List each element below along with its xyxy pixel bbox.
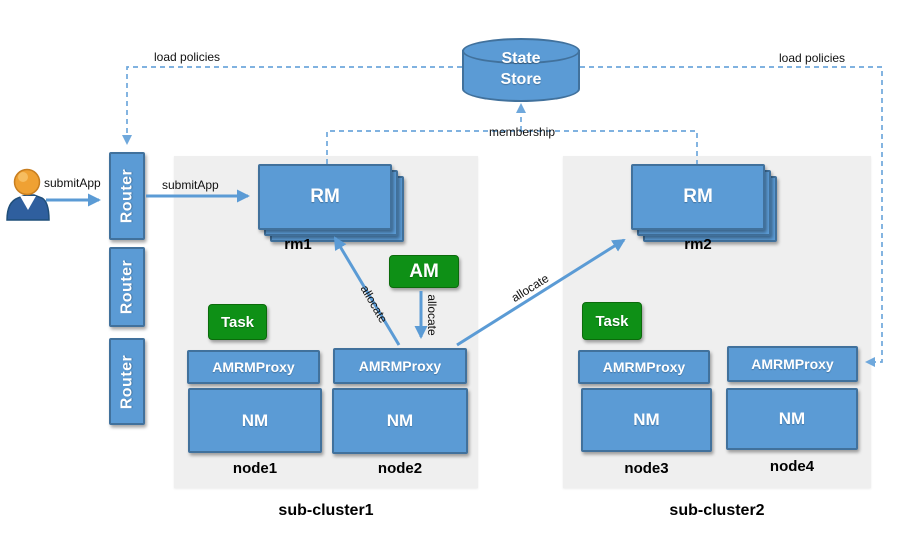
state-store: State Store <box>462 38 580 105</box>
allocate-rm2-label: allocate <box>508 271 552 305</box>
user-icon <box>6 168 50 221</box>
dashed-load-policies-left <box>122 66 462 145</box>
load-policies-left-label: load policies <box>154 50 221 64</box>
state-store-label-line1: State <box>501 50 541 67</box>
membership-label: membership <box>488 125 556 139</box>
submitapp-user-label: submitApp <box>44 176 101 190</box>
state-store-label-line2: Store <box>500 71 542 88</box>
submitapp-router-label: submitApp <box>162 178 219 192</box>
task-box-2: Task <box>582 302 642 340</box>
node3-amrmproxy-label: AMRMProxy <box>602 359 686 375</box>
rm1-stack: RM <box>258 164 406 244</box>
rm1-caption: rm1 <box>284 236 312 253</box>
router-box-2: Router <box>109 247 145 327</box>
sub-cluster2-title: sub-cluster2 <box>669 502 765 519</box>
router-1-label: Router <box>118 168 135 224</box>
node4-nm-label: NM <box>778 409 806 428</box>
node3-nm-box: NM <box>581 388 712 452</box>
rm2-label: RM <box>683 186 713 207</box>
node4-amrmproxy-label: AMRMProxy <box>751 356 834 372</box>
node1-nm-box: NM <box>188 388 322 453</box>
router-box-3: Router <box>109 338 145 425</box>
router-2-label: Router <box>118 259 135 315</box>
task-2-label: Task <box>595 312 629 330</box>
sub-cluster1-title: sub-cluster1 <box>278 502 374 519</box>
node2-caption: node2 <box>377 460 423 477</box>
node3-caption: node3 <box>624 460 669 477</box>
state-store-label: State Store <box>462 48 580 90</box>
node1-amrmproxy-label: AMRMProxy <box>212 359 295 375</box>
am-label: AM <box>409 260 439 282</box>
load-policies-right-label: load policies <box>779 51 846 65</box>
node2-nm-label: NM <box>386 411 414 430</box>
node4-nm-box: NM <box>726 388 858 450</box>
rm1-box: RM <box>258 164 392 230</box>
rm2-box: RM <box>631 164 765 230</box>
state-store-top-ellipse <box>462 38 580 64</box>
router-3-label: Router <box>118 354 135 409</box>
task-box-1: Task <box>208 304 267 340</box>
node3-nm-label: NM <box>633 410 660 429</box>
node3-amrmproxy-box: AMRMProxy <box>578 350 710 384</box>
node1-caption: node1 <box>232 460 278 477</box>
rm1-label: RM <box>310 186 340 207</box>
allocate-am-label: allocate <box>425 294 439 336</box>
node2-nm-box: NM <box>332 388 468 454</box>
am-box: AM <box>389 255 459 288</box>
node1-nm-label: NM <box>241 410 269 430</box>
rm2-caption: rm2 <box>684 236 712 253</box>
node2-amrmproxy-box: AMRMProxy <box>333 348 467 384</box>
router-box-1: Router <box>109 152 145 240</box>
rm2-stack: RM <box>631 164 779 244</box>
node4-amrmproxy-box: AMRMProxy <box>727 346 858 382</box>
node1-amrmproxy-box: AMRMProxy <box>187 350 320 384</box>
node2-amrmproxy-label: AMRMProxy <box>358 358 442 374</box>
node4-caption: node4 <box>769 458 815 475</box>
task-1-label: Task <box>220 313 255 331</box>
